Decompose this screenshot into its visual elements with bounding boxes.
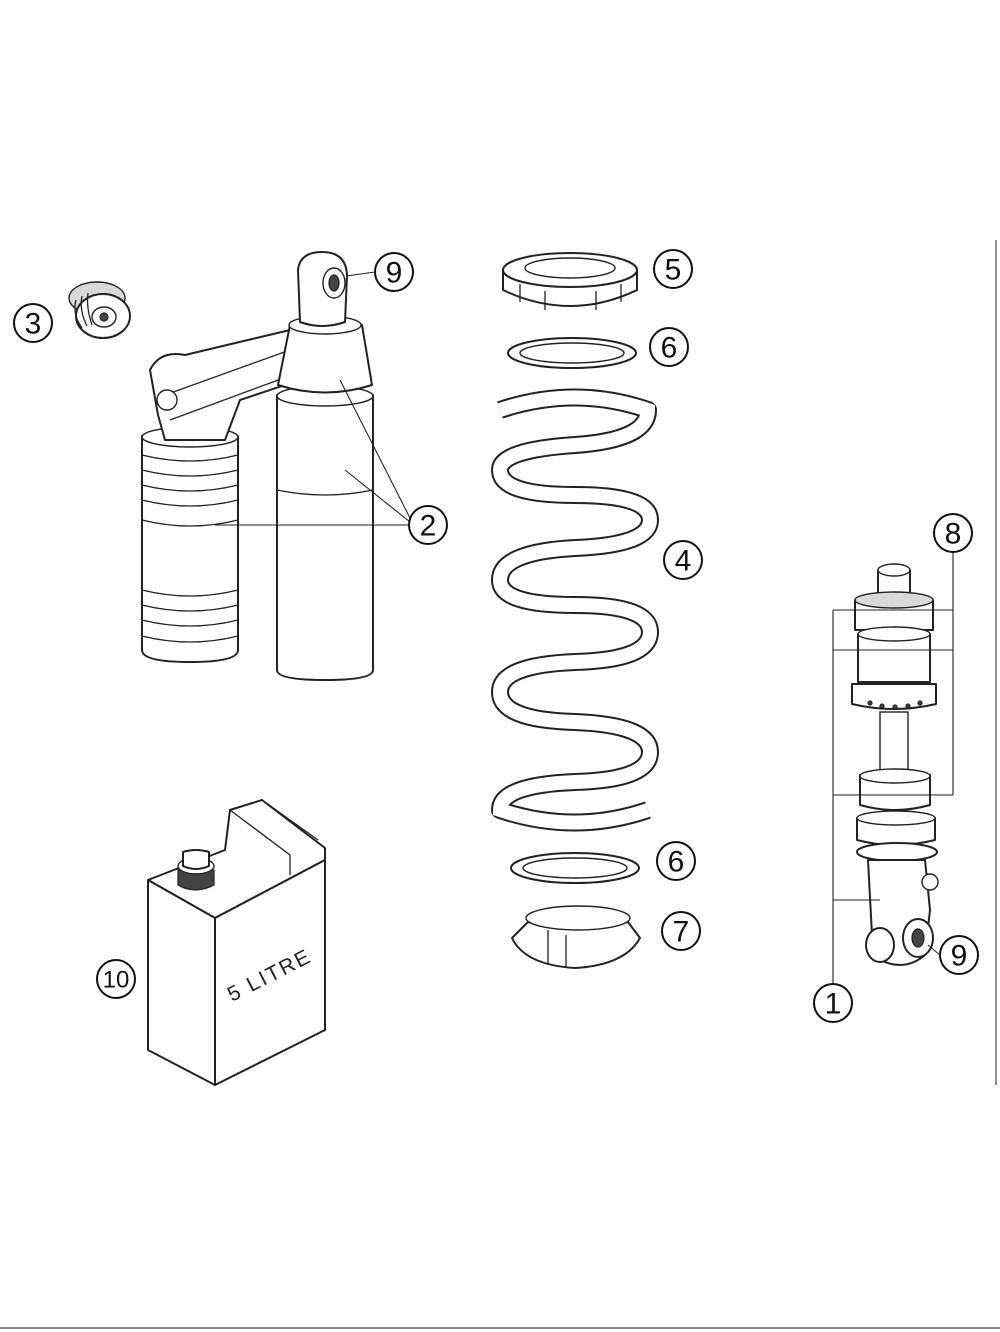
svg-text:6: 6	[661, 332, 678, 365]
svg-text:10: 10	[103, 967, 130, 994]
svg-text:9: 9	[951, 940, 968, 973]
svg-text:2: 2	[420, 510, 437, 543]
svg-text:7: 7	[673, 916, 690, 949]
callout-3: 3	[13, 303, 53, 343]
callout-6-bottom: 6	[656, 841, 696, 881]
callout-1: 1	[813, 983, 853, 1023]
part-3-adjuster-cap	[68, 281, 131, 339]
svg-text:3: 3	[25, 308, 42, 341]
svg-text:6: 6	[668, 846, 685, 879]
callout-8: 8	[933, 513, 973, 553]
callout-6-top: 6	[649, 327, 689, 367]
callout-5: 5	[653, 249, 693, 289]
svg-text:5: 5	[665, 254, 682, 287]
callout-4: 4	[663, 540, 703, 580]
callout-10: 10	[96, 959, 136, 999]
svg-text:1: 1	[825, 988, 842, 1021]
part-6-upper-washer	[507, 337, 637, 369]
callout-9-top: 9	[374, 252, 414, 292]
svg-text:4: 4	[675, 545, 692, 578]
part-10-oil-can: 5 LITRE	[147, 799, 326, 1086]
callout-9-bottom: 9	[939, 935, 979, 975]
part-1-damper-rod-assembly	[851, 563, 939, 966]
svg-text:9: 9	[386, 257, 403, 290]
part-7-spring-retainer	[511, 905, 641, 969]
part-6-lower-washer	[510, 852, 640, 884]
part-2-shock-body	[141, 251, 374, 681]
svg-text:8: 8	[945, 518, 962, 551]
callout-2: 2	[408, 505, 448, 545]
leader-lines	[215, 271, 954, 985]
callout-7: 7	[661, 911, 701, 951]
part-4-coil-spring	[491, 388, 659, 832]
part-5-adjusting-nut	[502, 252, 638, 310]
